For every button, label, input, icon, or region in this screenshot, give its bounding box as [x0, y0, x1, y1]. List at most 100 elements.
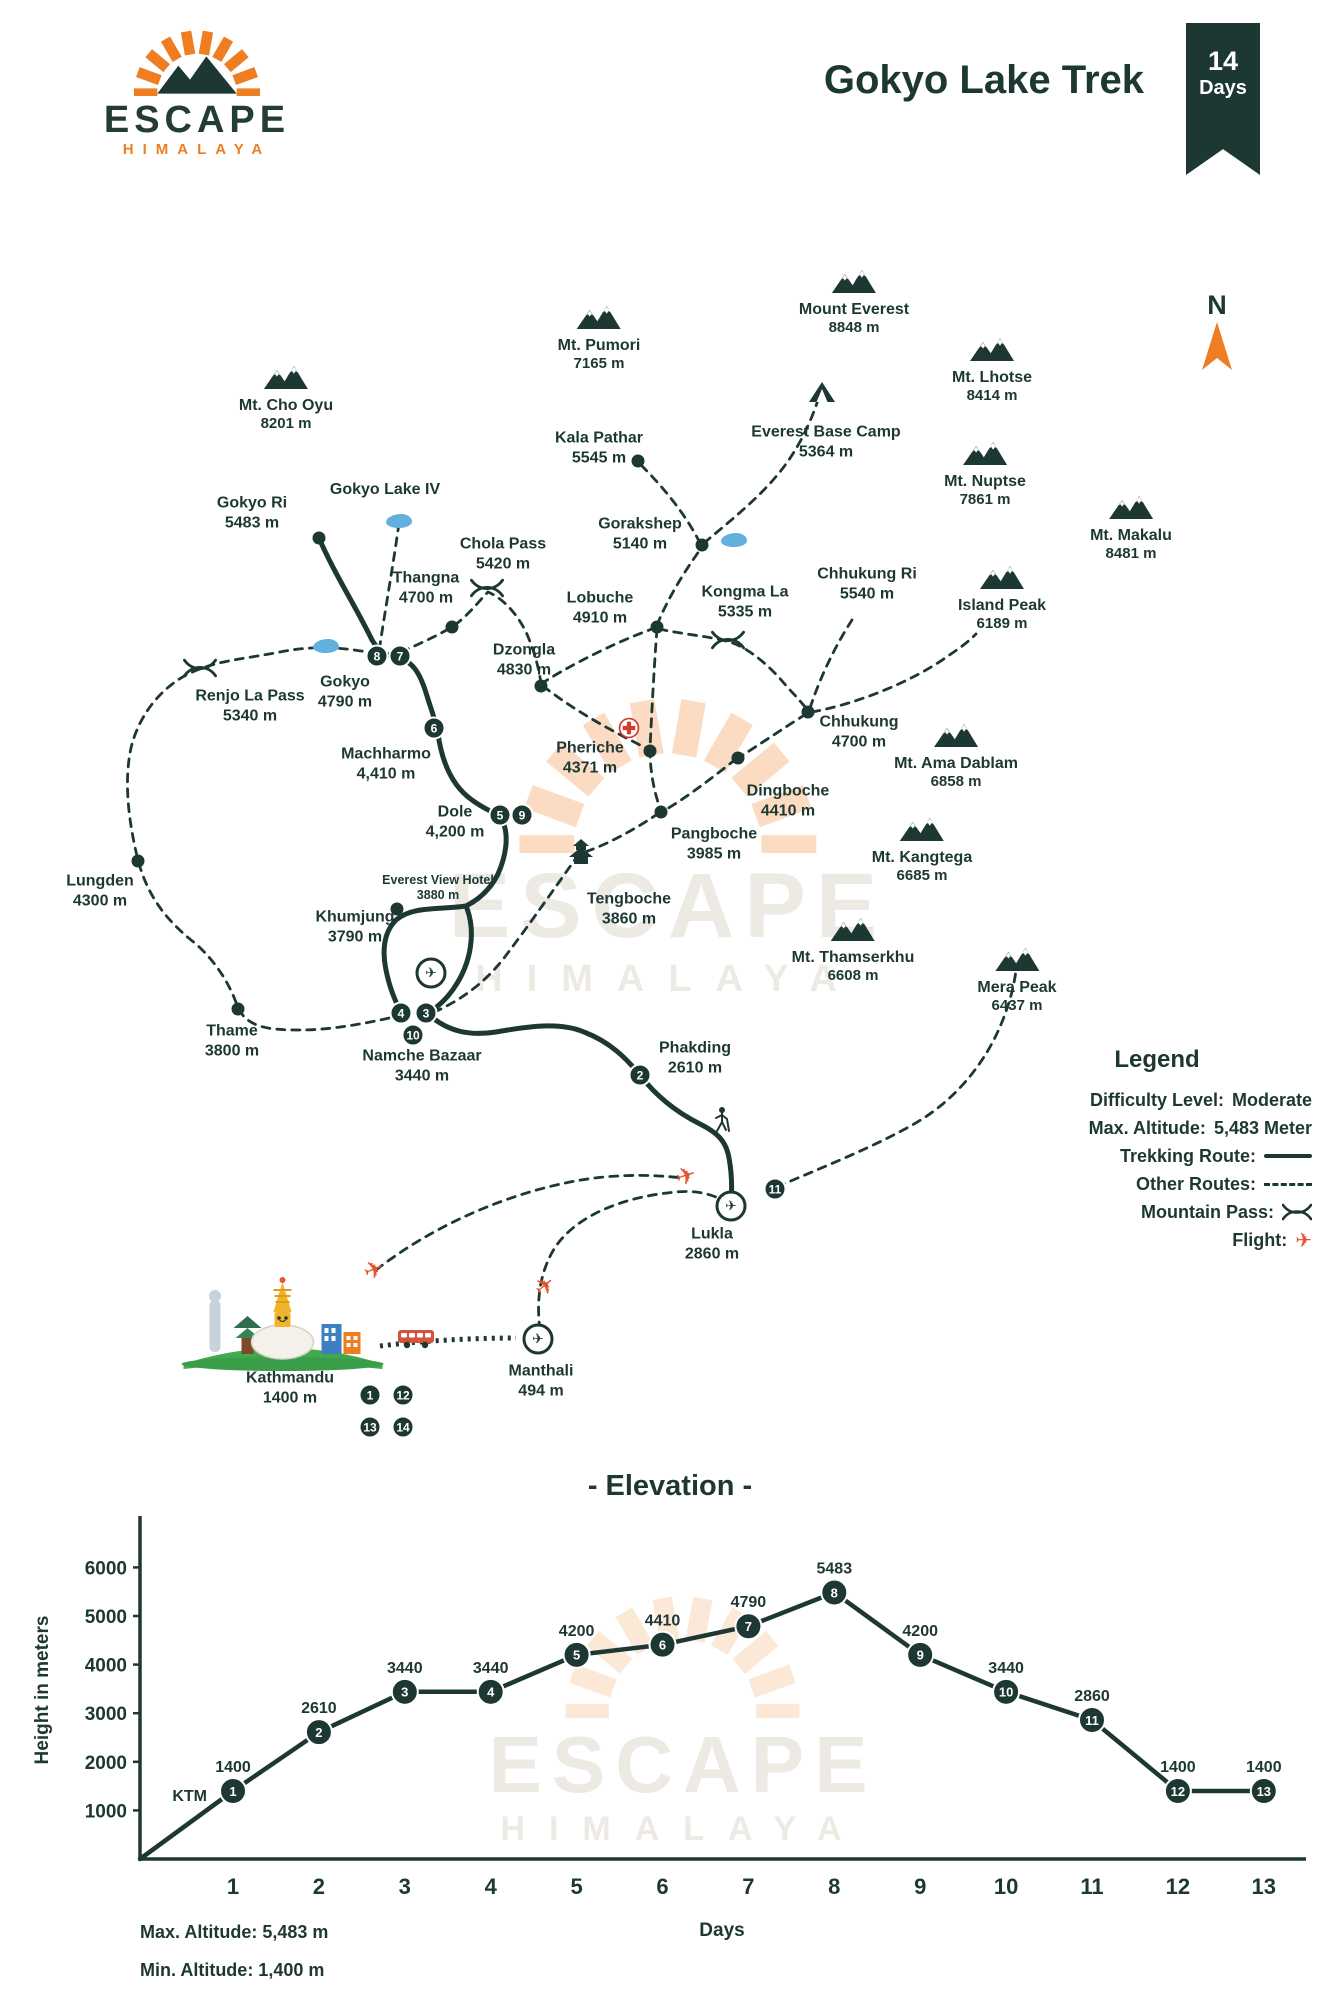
- other-route: [655, 545, 704, 627]
- y-tick-label: 2000: [85, 1753, 127, 1774]
- x-tick-label: 4: [485, 1874, 498, 1899]
- other-route: [583, 811, 661, 854]
- legend: Legend Difficulty Level: Moderate Max. A…: [1002, 1046, 1312, 1254]
- legend-row-max-altitude: Max. Altitude: 5,483 Meter: [1002, 1114, 1312, 1142]
- legend-value: 5,483 Meter: [1213, 1118, 1312, 1138]
- elevation-day-number: 8: [831, 1585, 838, 1600]
- other-route: [399, 590, 543, 686]
- x-tick-label: 13: [1252, 1874, 1276, 1899]
- elevation-value-label: 1400: [1246, 1759, 1282, 1776]
- other-route: [648, 627, 663, 813]
- other-route: [775, 968, 1018, 1189]
- other-route: [430, 852, 581, 1015]
- other-route: [702, 398, 820, 545]
- elevation-value-label: 4200: [559, 1623, 595, 1640]
- legend-label: Trekking Route:: [1119, 1146, 1256, 1166]
- elevation-point-3: [390, 1677, 419, 1706]
- x-tick-label: 12: [1166, 1874, 1190, 1899]
- elevation-value-label: 1400: [1160, 1759, 1196, 1776]
- elevation-point-5: [562, 1640, 591, 1669]
- x-tick-label: 8: [828, 1874, 840, 1899]
- legend-row-mountain-pass: Mountain Pass:: [1002, 1198, 1312, 1226]
- y-tick-label: 4000: [85, 1656, 127, 1677]
- other-route: [378, 521, 401, 647]
- legend-title: Legend: [1114, 1046, 1200, 1073]
- y-axis-label: Height in meters: [32, 1616, 53, 1765]
- elevation-day-number: 6: [659, 1637, 666, 1652]
- other-route: [374, 1174, 684, 1272]
- duration-days-label: Days: [1199, 76, 1247, 99]
- y-tick-label: 1000: [85, 1801, 127, 1822]
- legend-label: Difficulty Level:: [1089, 1090, 1224, 1110]
- elevation-point-6: [648, 1630, 677, 1659]
- elevation-value-label: 2860: [1074, 1688, 1110, 1705]
- other-route: [808, 618, 854, 710]
- elevation-point-10: [992, 1677, 1021, 1706]
- north-arrow-icon: [1199, 319, 1235, 378]
- elevation-value-label: 3440: [988, 1660, 1024, 1677]
- elevation-point-4: [476, 1677, 505, 1706]
- elevation-day-number: 7: [745, 1619, 752, 1634]
- solid-route-icon: [1264, 1154, 1312, 1158]
- origin-label: KTM: [172, 1788, 207, 1805]
- elevation-day-number: 3: [401, 1685, 408, 1700]
- brand-name: ESCAPE: [103, 99, 291, 141]
- y-tick-label: 6000: [85, 1558, 127, 1579]
- x-tick-label: 6: [656, 1874, 668, 1899]
- elevation-day-number: 5: [573, 1648, 580, 1663]
- elevation-line: [137, 1590, 1267, 1862]
- x-tick-label: 3: [399, 1874, 411, 1899]
- elevation-point-12: [1163, 1776, 1192, 1805]
- x-tick-label: 10: [994, 1874, 1018, 1899]
- x-tick-label: 5: [570, 1874, 582, 1899]
- legend-row-flight: Flight: ✈: [1232, 1228, 1312, 1252]
- elevation-day-number: 13: [1257, 1784, 1271, 1799]
- elevation-point-11: [1078, 1706, 1106, 1735]
- elevation-day-number: 10: [999, 1685, 1013, 1700]
- brand-subname: HIMALAYA: [122, 140, 272, 158]
- elevation-day-number: 1: [229, 1784, 236, 1799]
- legend-label: Max. Altitude:: [1088, 1118, 1206, 1138]
- other-route: [738, 712, 808, 759]
- other-route: [657, 627, 810, 712]
- other-route: [541, 684, 648, 750]
- road-route: [379, 1335, 517, 1349]
- elevation-title: - Elevation -: [587, 1470, 753, 1502]
- x-axis-label: Days: [699, 1920, 744, 1941]
- elevation-value-label: 4410: [645, 1613, 681, 1630]
- elevation-day-number: 9: [917, 1648, 924, 1663]
- north-label: N: [1207, 290, 1227, 320]
- legend-row-trekking-route: Trekking Route:: [1002, 1142, 1312, 1170]
- brand-logo: ESCAPE HIMALAYA: [92, 26, 302, 158]
- elevation-value-label: 3440: [387, 1660, 423, 1677]
- legend-label: Other Routes:: [1135, 1174, 1256, 1194]
- min-altitude-note: Min. Altitude: 1,400 m: [140, 1960, 325, 1980]
- elevation-point-9: [906, 1640, 935, 1669]
- y-tick-label: 5000: [85, 1607, 127, 1628]
- trekking-route: [425, 1011, 735, 1206]
- x-tick-label: 11: [1080, 1874, 1103, 1899]
- elevation-value-label: 2610: [301, 1700, 337, 1717]
- elevation-day-number: 2: [315, 1725, 322, 1740]
- legend-value: Moderate: [1231, 1090, 1312, 1110]
- elevation-value-label: 1400: [215, 1759, 251, 1776]
- x-tick-label: 7: [742, 1874, 754, 1899]
- duration-days-number: 14: [1207, 46, 1239, 76]
- other-route: [537, 1190, 720, 1332]
- other-route: [663, 757, 738, 812]
- elevation-point-7: [734, 1612, 763, 1641]
- legend-row-other-routes: Other Routes:: [1002, 1170, 1312, 1198]
- north-indicator: N: [1199, 292, 1235, 378]
- other-route: [640, 464, 702, 545]
- legend-label: Flight:: [1232, 1230, 1288, 1250]
- elevation-day-number: 11: [1085, 1713, 1099, 1728]
- elevation-point-1: [219, 1776, 247, 1805]
- x-tick-label: 2: [313, 1874, 325, 1899]
- other-route: [126, 646, 400, 1032]
- chart-axes: [138, 1516, 1306, 1861]
- elevation-day-number: 12: [1171, 1784, 1185, 1799]
- legend-row-difficulty: Difficulty Level: Moderate: [1002, 1086, 1312, 1114]
- page-title: Gokyo Lake Trek: [823, 58, 1144, 102]
